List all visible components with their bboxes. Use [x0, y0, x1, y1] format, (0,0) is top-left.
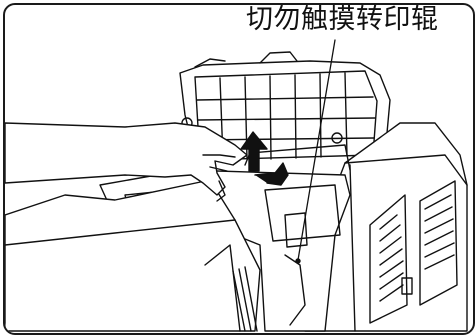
- callout-label: 切勿触摸转印辊: [244, 4, 441, 35]
- curved-arrow-icon: [254, 162, 289, 186]
- callout-leader-dot: [295, 258, 301, 264]
- front-cover-panel: [5, 179, 261, 332]
- callout-leader-line: [297, 39, 336, 261]
- hand-arm: [5, 122, 248, 202]
- up-arrow-icon: [240, 131, 268, 172]
- printer-open-cover-hand-icon: [5, 39, 468, 332]
- figure-frame: [3, 3, 475, 335]
